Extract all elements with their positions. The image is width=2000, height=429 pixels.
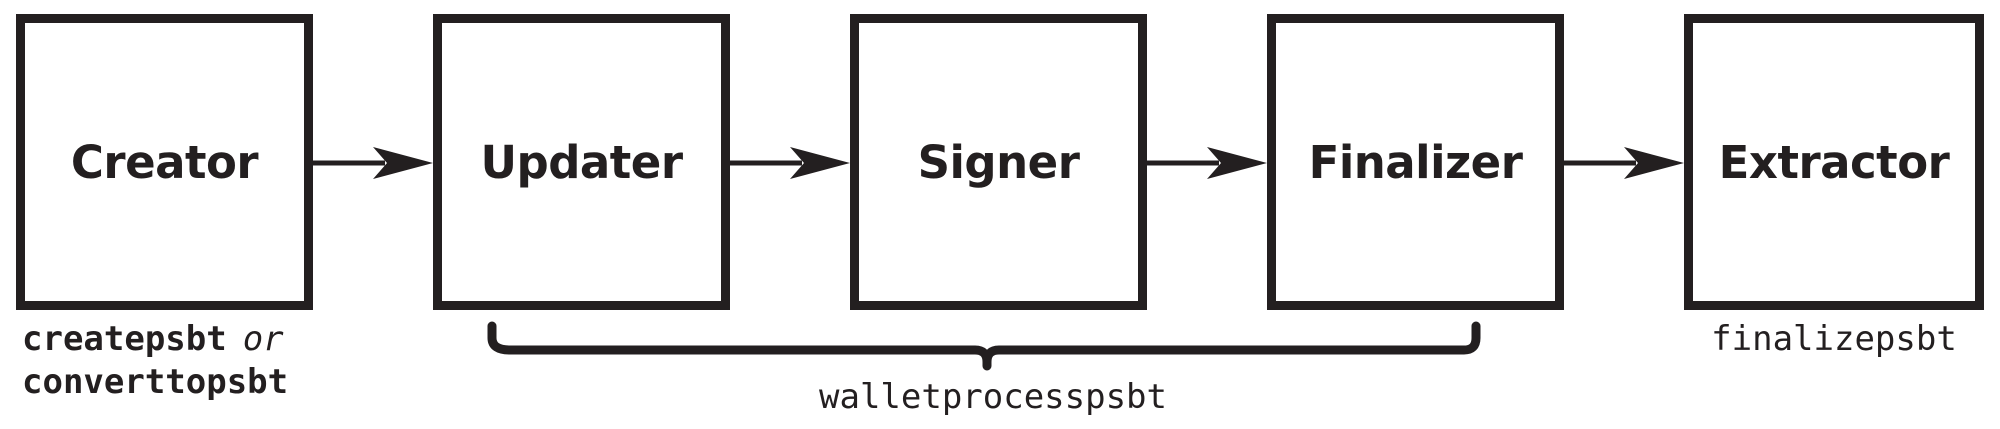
caption-creator: createpsbt or converttopsbt: [22, 318, 288, 403]
arrow-updater-to-signer: [730, 147, 850, 179]
caption-extractor: finalizepsbt: [1711, 319, 1957, 359]
arrow-creator-to-updater: [313, 147, 433, 179]
caption-creator-command: createpsbt: [22, 319, 227, 359]
stage-box-creator[interactable]: Creator: [16, 14, 313, 310]
stage-label-finalizer: Finalizer: [1308, 135, 1523, 189]
stage-label-extractor: Extractor: [1718, 135, 1950, 189]
stage-box-updater[interactable]: Updater: [433, 14, 730, 310]
caption-creator-line1: createpsbt or: [22, 318, 288, 361]
stage-label-creator: Creator: [70, 135, 259, 189]
group-brace: [487, 321, 1481, 371]
arrow-finalizer-to-extractor: [1564, 147, 1684, 179]
stage-label-signer: Signer: [917, 135, 1080, 189]
stage-label-updater: Updater: [480, 135, 683, 189]
stage-box-finalizer[interactable]: Finalizer: [1267, 14, 1564, 310]
stage-box-extractor[interactable]: Extractor: [1684, 14, 1984, 310]
caption-brace-group: walletprocesspsbt: [819, 377, 1167, 417]
stage-box-signer[interactable]: Signer: [850, 14, 1147, 310]
caption-creator-conjunction: or: [242, 319, 284, 359]
arrow-signer-to-finalizer: [1147, 147, 1267, 179]
caption-creator-line2: converttopsbt: [22, 361, 289, 402]
